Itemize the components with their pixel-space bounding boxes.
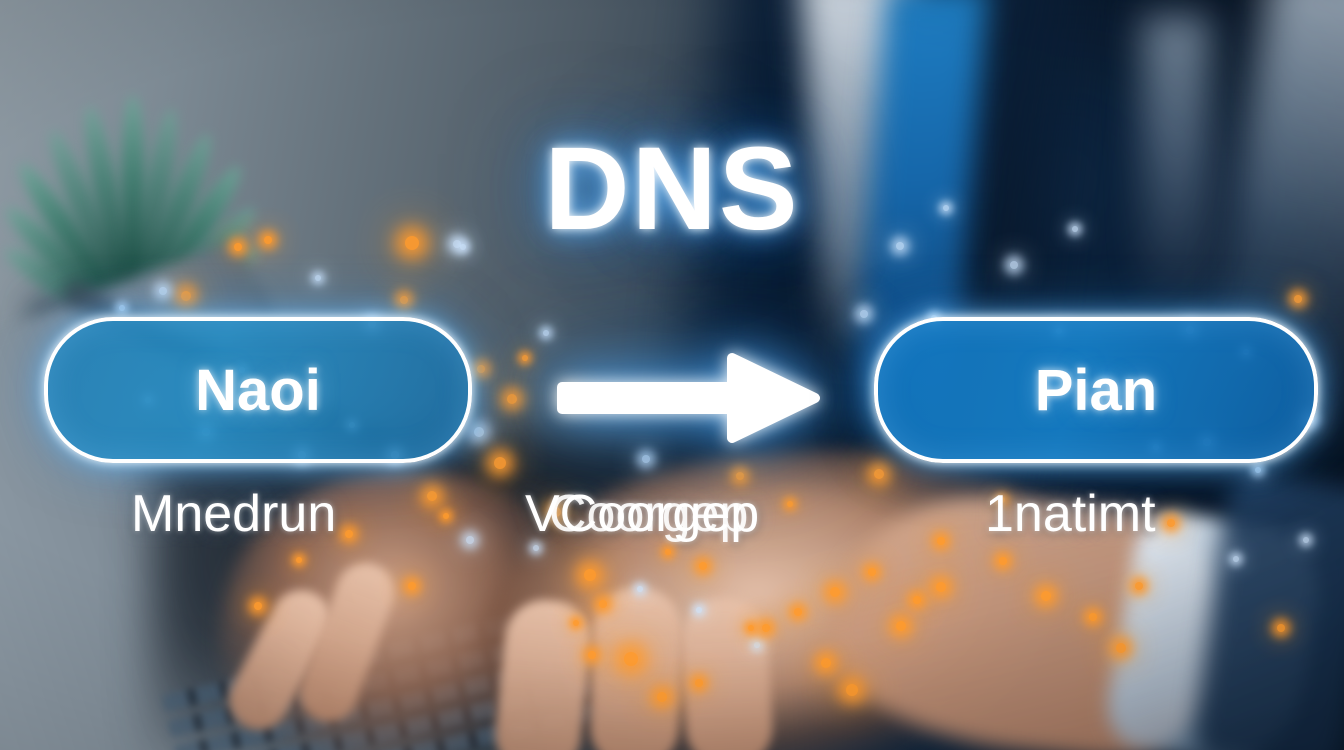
caption-right: 1natimt: [985, 485, 1156, 543]
caption-middle: VCoorgep: [525, 485, 760, 543]
node-right-label: Pian: [1034, 357, 1158, 423]
arrow-right-icon: [556, 352, 821, 444]
arm-highlight-secondary: [1142, 15, 1210, 315]
caption-middle-ghost: Coorgep: [549, 485, 749, 543]
node-right-pill[interactable]: Pian: [874, 317, 1318, 463]
node-left-label: Naoi: [195, 357, 321, 423]
node-left-pill[interactable]: Naoi: [44, 317, 472, 463]
page-title: DNS: [544, 123, 800, 255]
caption-left: Mnedrun: [131, 485, 337, 543]
